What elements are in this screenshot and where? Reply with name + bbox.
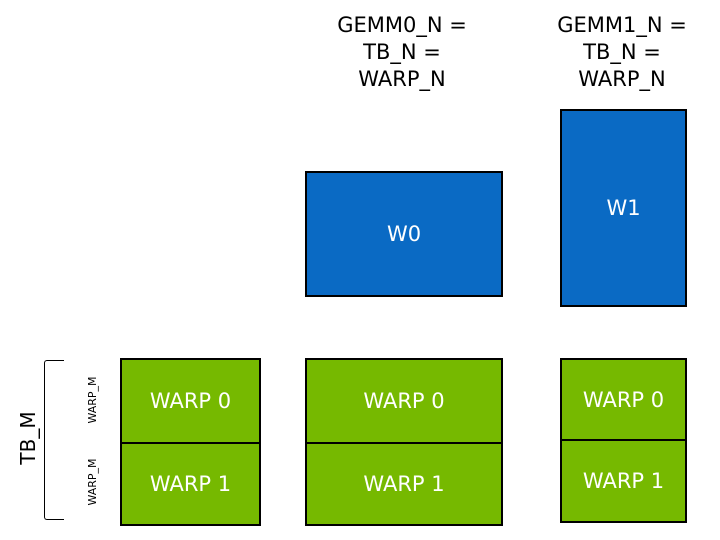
warp-1-tile-col3: WARP 1 xyxy=(560,439,687,523)
warp-1-label: WARP 1 xyxy=(149,472,232,496)
w0-label: W0 xyxy=(386,222,422,246)
warp-0-label: WARP 0 xyxy=(582,387,665,412)
warp-1-label: WARP 1 xyxy=(363,472,445,496)
warp-m-label-upper: WARP_M xyxy=(86,376,99,424)
warp-1-tile-col1: WARP 1 xyxy=(120,442,261,526)
w1-label: W1 xyxy=(606,196,641,220)
warp-0-label: WARP 0 xyxy=(363,389,445,413)
w1-tile: W1 xyxy=(560,109,687,307)
gemm0-header: GEMM0_N = TB_N = WARP_N xyxy=(316,12,488,93)
gemm1-header-line2: TB_N = xyxy=(583,40,661,64)
gemm1-header-line1: GEMM1_N = xyxy=(557,13,687,37)
warp-0-tile-col3: WARP 0 xyxy=(560,358,687,441)
warp-0-label: WARP 0 xyxy=(149,389,232,413)
warp-0-tile-col2: WARP 0 xyxy=(305,358,503,444)
gemm0-header-line2: TB_N = xyxy=(363,40,441,64)
tb-m-bracket xyxy=(44,360,64,520)
warp-m-label-lower: WARP_M xyxy=(86,458,99,506)
gemm1-header-line3: WARP_N xyxy=(578,67,666,91)
warp-1-label: WARP 1 xyxy=(582,469,665,493)
warp-0-tile-col1: WARP 0 xyxy=(120,358,261,444)
w0-tile: W0 xyxy=(305,171,503,297)
gemm0-header-line3: WARP_N xyxy=(358,67,446,91)
tb-m-label: TB_M xyxy=(16,411,40,465)
gemm0-header-line1: GEMM0_N = xyxy=(337,13,467,37)
gemm1-header: GEMM1_N = TB_N = WARP_N xyxy=(536,12,708,93)
warp-1-tile-col2: WARP 1 xyxy=(305,442,503,526)
